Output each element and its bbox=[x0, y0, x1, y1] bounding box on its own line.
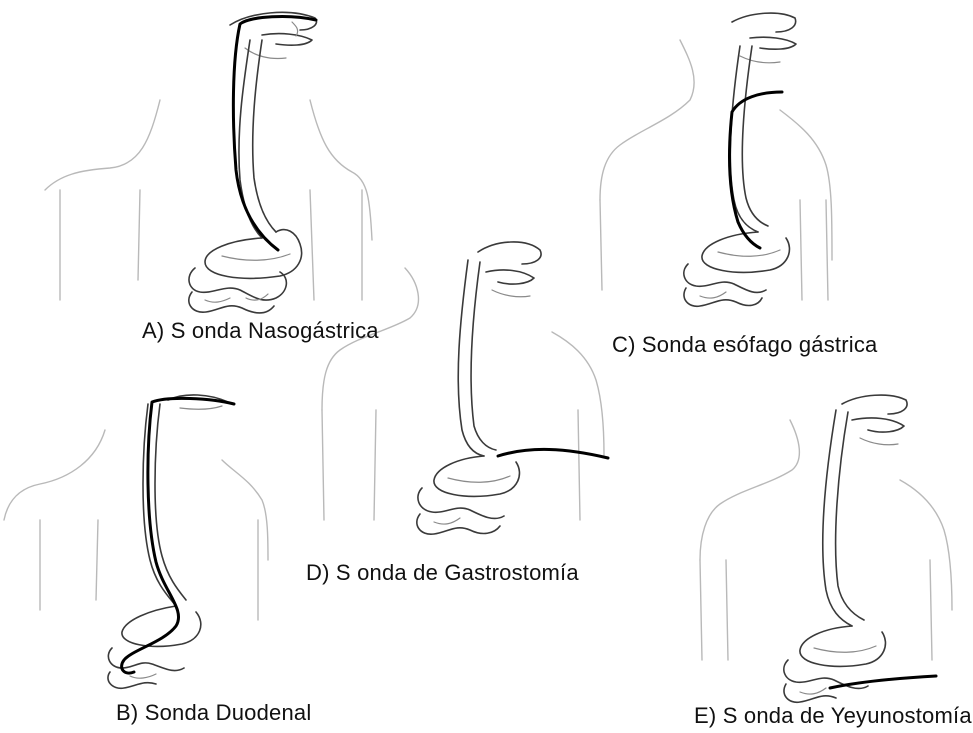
panel-e-jejunostomy-tube bbox=[830, 676, 936, 688]
panel-e-illustration bbox=[700, 395, 952, 702]
panel-c-torso-outline bbox=[600, 40, 832, 300]
caption-a: A) S onda Nasogástrica bbox=[142, 318, 379, 344]
panel-e-esophagus bbox=[823, 410, 864, 626]
panel-a-stomach bbox=[205, 230, 302, 279]
panel-d-illustration bbox=[322, 242, 608, 534]
panel-a-head-nasal-cavity bbox=[230, 12, 317, 58]
panel-e-torso-outline bbox=[700, 420, 952, 660]
panel-a-nasogastric-tube bbox=[233, 17, 316, 250]
panel-b-intestines bbox=[108, 648, 184, 688]
panel-d-gastrostomy-tube bbox=[498, 449, 608, 458]
panel-d-esophagus bbox=[458, 260, 496, 456]
panel-c-esophagus bbox=[730, 46, 768, 232]
panel-c-illustration bbox=[600, 13, 832, 306]
panel-d-stomach bbox=[434, 456, 520, 496]
panel-a-illustration bbox=[45, 12, 372, 313]
panel-d-head-nasal-cavity bbox=[478, 242, 541, 297]
panel-b-torso-outline bbox=[4, 430, 268, 620]
caption-d: D) S onda de Gastrostomía bbox=[306, 560, 579, 586]
caption-b: B) Sonda Duodenal bbox=[116, 700, 311, 726]
panel-e-head-nasal-cavity bbox=[842, 395, 907, 445]
panel-b-stomach bbox=[122, 606, 201, 646]
panel-b-duodenal-tube bbox=[122, 398, 234, 673]
panel-e-stomach bbox=[800, 626, 886, 666]
panel-c-head-nasal-cavity bbox=[732, 13, 796, 63]
panel-c-esophagogastric-tube bbox=[730, 92, 782, 248]
panel-a-intestines bbox=[189, 268, 287, 313]
panel-b-illustration bbox=[4, 395, 268, 688]
caption-e: E) S onda de Yeyunostomía bbox=[694, 703, 972, 729]
caption-c: C) Sonda esófago gástrica bbox=[612, 332, 878, 358]
